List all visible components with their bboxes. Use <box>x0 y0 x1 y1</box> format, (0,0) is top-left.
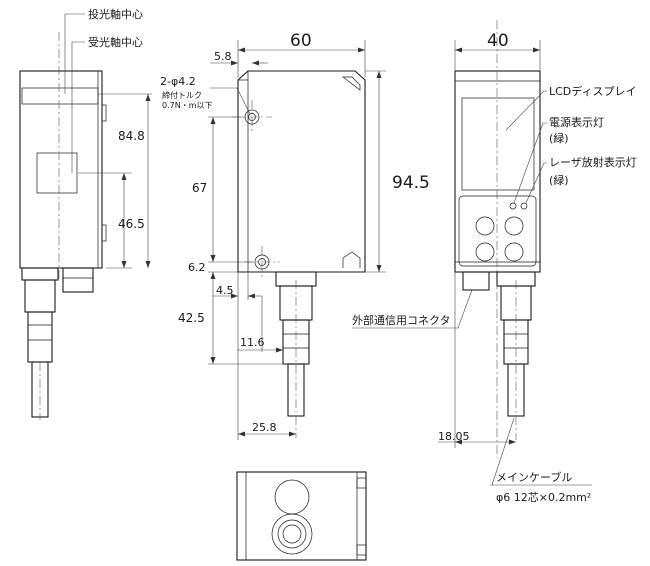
rear-dim-40-arrow-right <box>533 47 540 53</box>
main-cable-label: メインケーブル <box>496 470 572 484</box>
front-dim-67-arrow-bottom <box>210 255 216 262</box>
front-dim-25-8: 25.8 <box>252 421 277 434</box>
lcd-leader <box>505 90 547 131</box>
front-dim-4-5: 4.5 <box>216 284 234 297</box>
bottom-view-notch-top <box>356 477 367 489</box>
control-panel <box>458 195 537 267</box>
bottom-view-cable-port-core <box>282 524 302 544</box>
front-dim-5-8: 5.8 <box>214 50 232 63</box>
front-dim-4-5-arrow-left <box>231 293 238 299</box>
laser-led-label: レーザ放射表示灯 <box>549 155 637 169</box>
control-button-4 <box>504 242 524 262</box>
emitter-axis-leader <box>64 13 85 94</box>
front-view-corner-mark-top <box>341 76 361 91</box>
front-dim-11-6: 11.6 <box>240 336 265 349</box>
side-dim-46-5-arrow-top <box>121 173 127 180</box>
power-led-label: 電源表示灯 <box>549 115 604 129</box>
front-dim-25-8-arrow-left <box>238 431 245 437</box>
front-dim-94-5-arrow-bottom <box>376 265 382 272</box>
front-dim-6-2: 6.2 <box>188 261 206 274</box>
lcd-label: LCDディスプレイ <box>549 84 637 98</box>
front-dim-4-5-arrow-right <box>248 293 255 299</box>
front-dim-25-8-arrow-right <box>289 431 296 437</box>
front-dim-94-5-arrow-top <box>376 71 382 78</box>
ext-connector-label: 外部通信用コネクタ <box>352 313 451 327</box>
rear-view-body <box>454 70 541 273</box>
front-dim-67: 67 <box>192 181 207 195</box>
bottom-view-connector-port <box>274 479 310 515</box>
side-dim-84-8: 84.8 <box>118 129 145 143</box>
front-dim-11-6-arrow <box>276 347 283 353</box>
rear-view: 40 LCDディスプレイ 電源表示灯 (緑) レーザ放射表示灯 (緑) 外部通信… <box>352 20 637 504</box>
control-button-1 <box>475 216 495 236</box>
side-dim-84-8-arrow-bottom <box>145 261 151 268</box>
front-view-body <box>237 70 366 273</box>
laser-led <box>520 202 528 210</box>
front-dim-60-arrow-left <box>238 47 245 53</box>
side-dim-46-5: 46.5 <box>118 217 145 231</box>
torque-title: 締付トルク <box>162 90 202 100</box>
lcd-display <box>461 97 535 191</box>
power-led-color: (緑) <box>549 131 569 145</box>
receiver-axis-label: 受光軸中心 <box>88 35 143 49</box>
front-dim-94-5: 94.5 <box>392 173 430 193</box>
side-view-cable-strain-relief <box>24 279 56 313</box>
control-button-3 <box>475 242 495 262</box>
rear-dim-40: 40 <box>487 31 509 51</box>
front-dim-42-5: 42.5 <box>178 311 205 325</box>
power-led <box>509 202 517 210</box>
main-cable-spec: φ6 12芯×0.2mm² <box>496 490 591 504</box>
front-dim-5-8-arrow-left <box>231 60 238 66</box>
control-button-2 <box>504 216 524 236</box>
side-view-body <box>19 70 103 269</box>
laser-led-leader <box>525 162 547 204</box>
emitter-axis-label: 投光軸中心 <box>88 7 143 21</box>
side-view-receiver-window <box>36 152 78 194</box>
laser-led-color: (緑) <box>549 173 569 187</box>
bottom-view <box>236 471 367 561</box>
bottom-view-cable-port <box>271 513 313 555</box>
side-dim-46-5-arrow-bottom <box>121 261 127 268</box>
bottom-view-body <box>236 471 367 561</box>
front-dim-5-8-arrow-right <box>252 60 259 66</box>
mount-hole-leader <box>210 87 251 115</box>
side-view-cable-boot <box>21 267 59 281</box>
side-dim-84-8-arrow-top <box>145 94 151 101</box>
power-led-leader <box>513 122 547 204</box>
main-cable-leader <box>491 417 515 486</box>
side-view-connector <box>62 267 94 293</box>
rear-dim-18-05-arrow-right <box>509 439 516 445</box>
side-view-cable-sleeve <box>27 311 53 363</box>
front-dim-42-5-arrow-bottom <box>210 357 216 364</box>
side-view: 投光軸中心 受光軸中心 84.8 46.5 <box>19 7 152 420</box>
rear-dim-40-arrow-left <box>455 47 462 53</box>
side-view-window <box>21 87 99 105</box>
front-dim-60-arrow-right <box>358 47 365 53</box>
rear-dim-18-05-arrow-left <box>455 439 462 445</box>
ext-connector <box>462 271 490 291</box>
bottom-view-notch-bottom <box>356 544 367 556</box>
bottom-view-cable-port-ring <box>277 519 307 549</box>
front-dim-42-5-arrow-top <box>210 272 216 279</box>
front-view-corner-mark-bottom <box>342 251 361 268</box>
front-view: 60 5.8 94.5 2-φ4.2 締付トルク 0.7N・m以下 67 6.2 <box>160 31 430 440</box>
side-view-tab-lower <box>101 224 107 242</box>
side-view-tab-upper <box>101 104 107 122</box>
ext-connector-leader <box>352 289 473 329</box>
rear-dim-18-05: 18.05 <box>438 430 470 443</box>
receiver-axis-leader <box>71 41 85 173</box>
front-dim-67-arrow-top <box>210 117 216 124</box>
front-dim-60: 60 <box>290 31 312 51</box>
mount-hole-spec: 2-φ4.2 <box>160 75 196 88</box>
torque-value: 0.7N・m以下 <box>162 101 213 110</box>
